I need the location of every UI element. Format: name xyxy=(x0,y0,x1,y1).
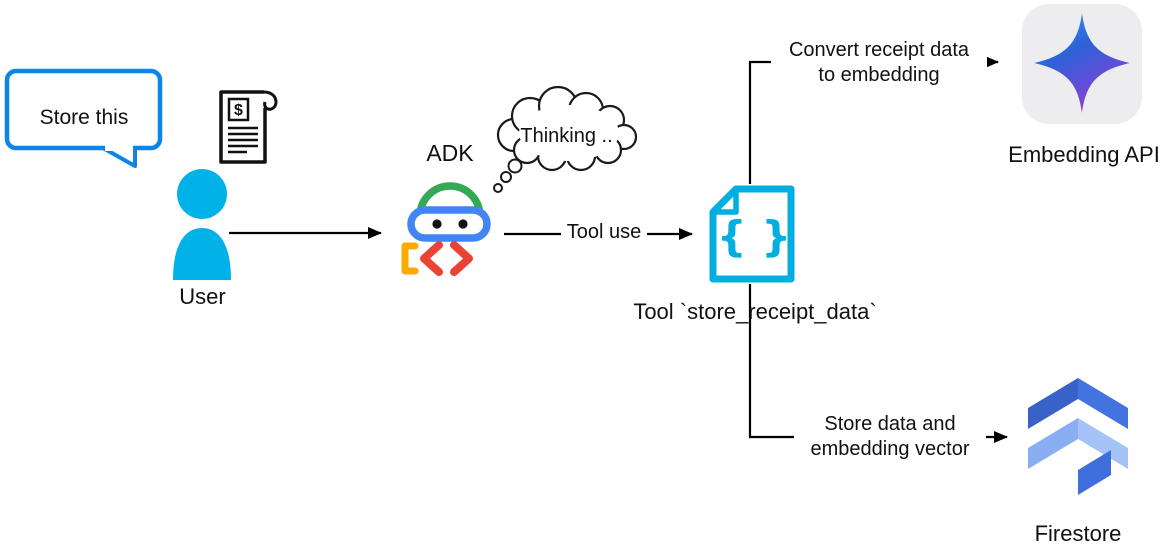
edge-label-line: Store data and xyxy=(824,413,956,435)
edge-label-tool-to-embedding: Convert receipt data to embedding xyxy=(771,38,987,88)
thought-cloud-icon xyxy=(493,85,638,193)
edge-label-line: embedding vector xyxy=(810,438,970,460)
tool-label: Tool `store_receipt_data` xyxy=(633,299,877,324)
embedding-api-label: Embedding API xyxy=(1008,142,1160,167)
adk-robot-icon xyxy=(401,182,491,276)
adk-yellow-bracket xyxy=(401,242,419,275)
firestore-label: Firestore xyxy=(1034,521,1122,546)
thinking-text: Thinking .. xyxy=(520,125,613,147)
sparkle-icon xyxy=(1034,13,1130,113)
edge-label-line: to embedding xyxy=(818,64,940,86)
json-file-icon: { } xyxy=(709,185,795,283)
user-icon xyxy=(173,169,231,280)
adk-label: ADK xyxy=(426,140,474,166)
receipt-icon: $ xyxy=(219,90,278,164)
robot-eye-right xyxy=(458,219,468,229)
edge-label-tool-to-firestore: Store data and embedding vector xyxy=(794,412,986,462)
adk-red-chevron-left xyxy=(420,241,443,276)
edge-label-tool-use: Tool use xyxy=(561,220,647,245)
braces-glyph: { } xyxy=(717,212,791,261)
edge-label-line: Convert receipt data xyxy=(788,39,970,61)
robot-eye-left xyxy=(432,219,442,229)
receipt-dollar-glyph: $ xyxy=(234,102,243,119)
embedding-api-icon xyxy=(1022,4,1142,124)
thought-trail-bubbles xyxy=(493,158,523,193)
adk-red-chevron-right xyxy=(450,241,473,276)
speech-bubble-icon xyxy=(4,68,163,168)
page-fold xyxy=(710,186,739,215)
user-label: User xyxy=(179,284,226,309)
firestore-icon xyxy=(1028,378,1128,495)
speech-bubble-text: Store this xyxy=(39,106,129,129)
